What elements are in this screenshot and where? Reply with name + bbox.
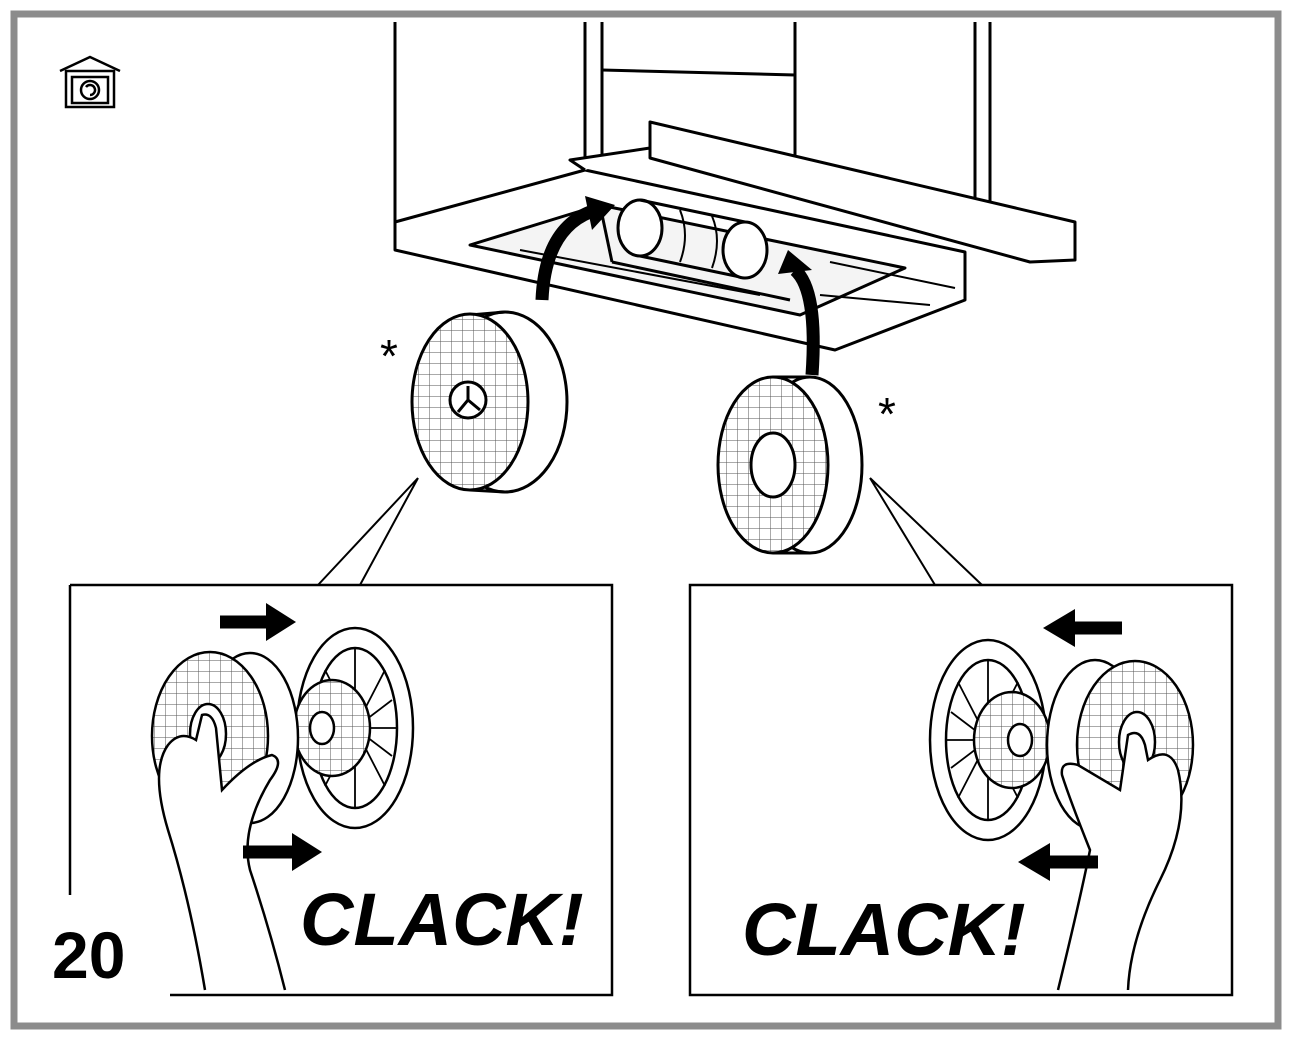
- callout-right: [869, 477, 983, 586]
- figure-number: 20: [52, 918, 125, 992]
- clack-label-left: CLACK!: [300, 878, 584, 961]
- recirculation-house-icon: [59, 55, 121, 109]
- cooker-hood-drawing: [393, 22, 1077, 352]
- arrow-head-left: [585, 196, 615, 230]
- insert-arrow-right: [790, 265, 820, 376]
- filter-right-marker: *: [878, 388, 896, 440]
- insert-arrow-left: [535, 205, 593, 301]
- callout-left: [317, 477, 419, 586]
- carbon-filter-right: [716, 375, 864, 555]
- detail-panel-left: [68, 583, 614, 997]
- filter-left-marker: *: [380, 330, 398, 382]
- figure-frame: [10, 10, 1282, 1030]
- arrow-head-right: [778, 250, 812, 274]
- detail-panel-right: [688, 583, 1234, 997]
- carbon-filter-left: [410, 310, 569, 494]
- clack-label-right: CLACK!: [742, 888, 1026, 971]
